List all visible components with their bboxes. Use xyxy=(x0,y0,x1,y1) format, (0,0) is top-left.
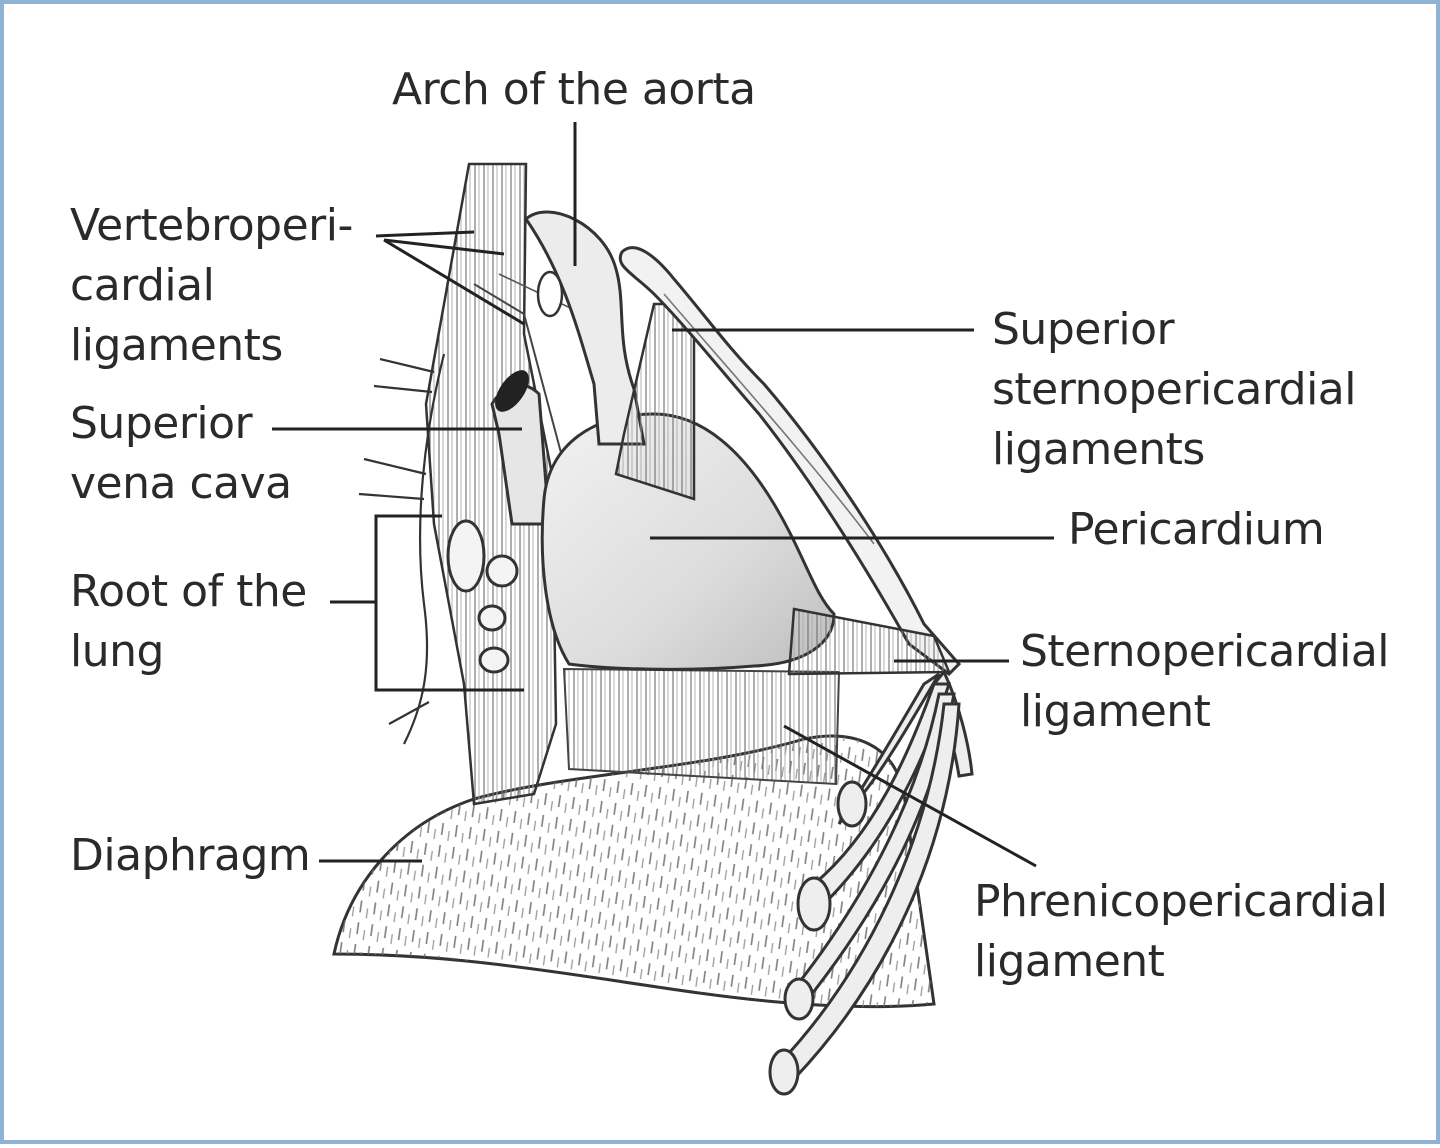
label-superior-sternopericardial-ligaments: Superior sternopericardial ligaments xyxy=(992,304,1357,475)
leader-phrenicopericardial xyxy=(783,724,1037,868)
anatomy-illustration xyxy=(272,122,1054,1096)
pleura-edge-lines xyxy=(358,353,446,745)
sternopericardial-ligament-shape xyxy=(787,607,951,676)
label-vertebropericardial-ligaments: Vertebroperi- cardial ligaments xyxy=(70,200,353,371)
diaphragm-shape xyxy=(332,734,936,1009)
phrenicopericardial-ligament-shape xyxy=(562,667,841,786)
label-arch-of-aorta: Arch of the aorta xyxy=(392,64,756,115)
label-phrenicopericardial-ligament: Phrenicopericardial ligament xyxy=(974,876,1388,987)
leader-lines xyxy=(272,122,1054,868)
aortic-arch-shape xyxy=(524,210,646,446)
costal-cartilage-shapes xyxy=(768,669,974,1096)
label-pericardium: Pericardium xyxy=(1068,504,1325,555)
label-diaphragm: Diaphragm xyxy=(70,830,311,881)
leader-vertebropericardial xyxy=(375,230,475,238)
lung-root-vessels xyxy=(446,519,519,674)
sternum-shape xyxy=(618,246,962,676)
superior-vena-cava-shape xyxy=(490,370,551,526)
label-superior-vena-cava: Superior vena cava xyxy=(70,398,292,509)
label-sternopericardial-ligament: Sternopericardial ligament xyxy=(1020,626,1390,737)
label-root-of-lung: Root of the lung xyxy=(70,566,307,677)
